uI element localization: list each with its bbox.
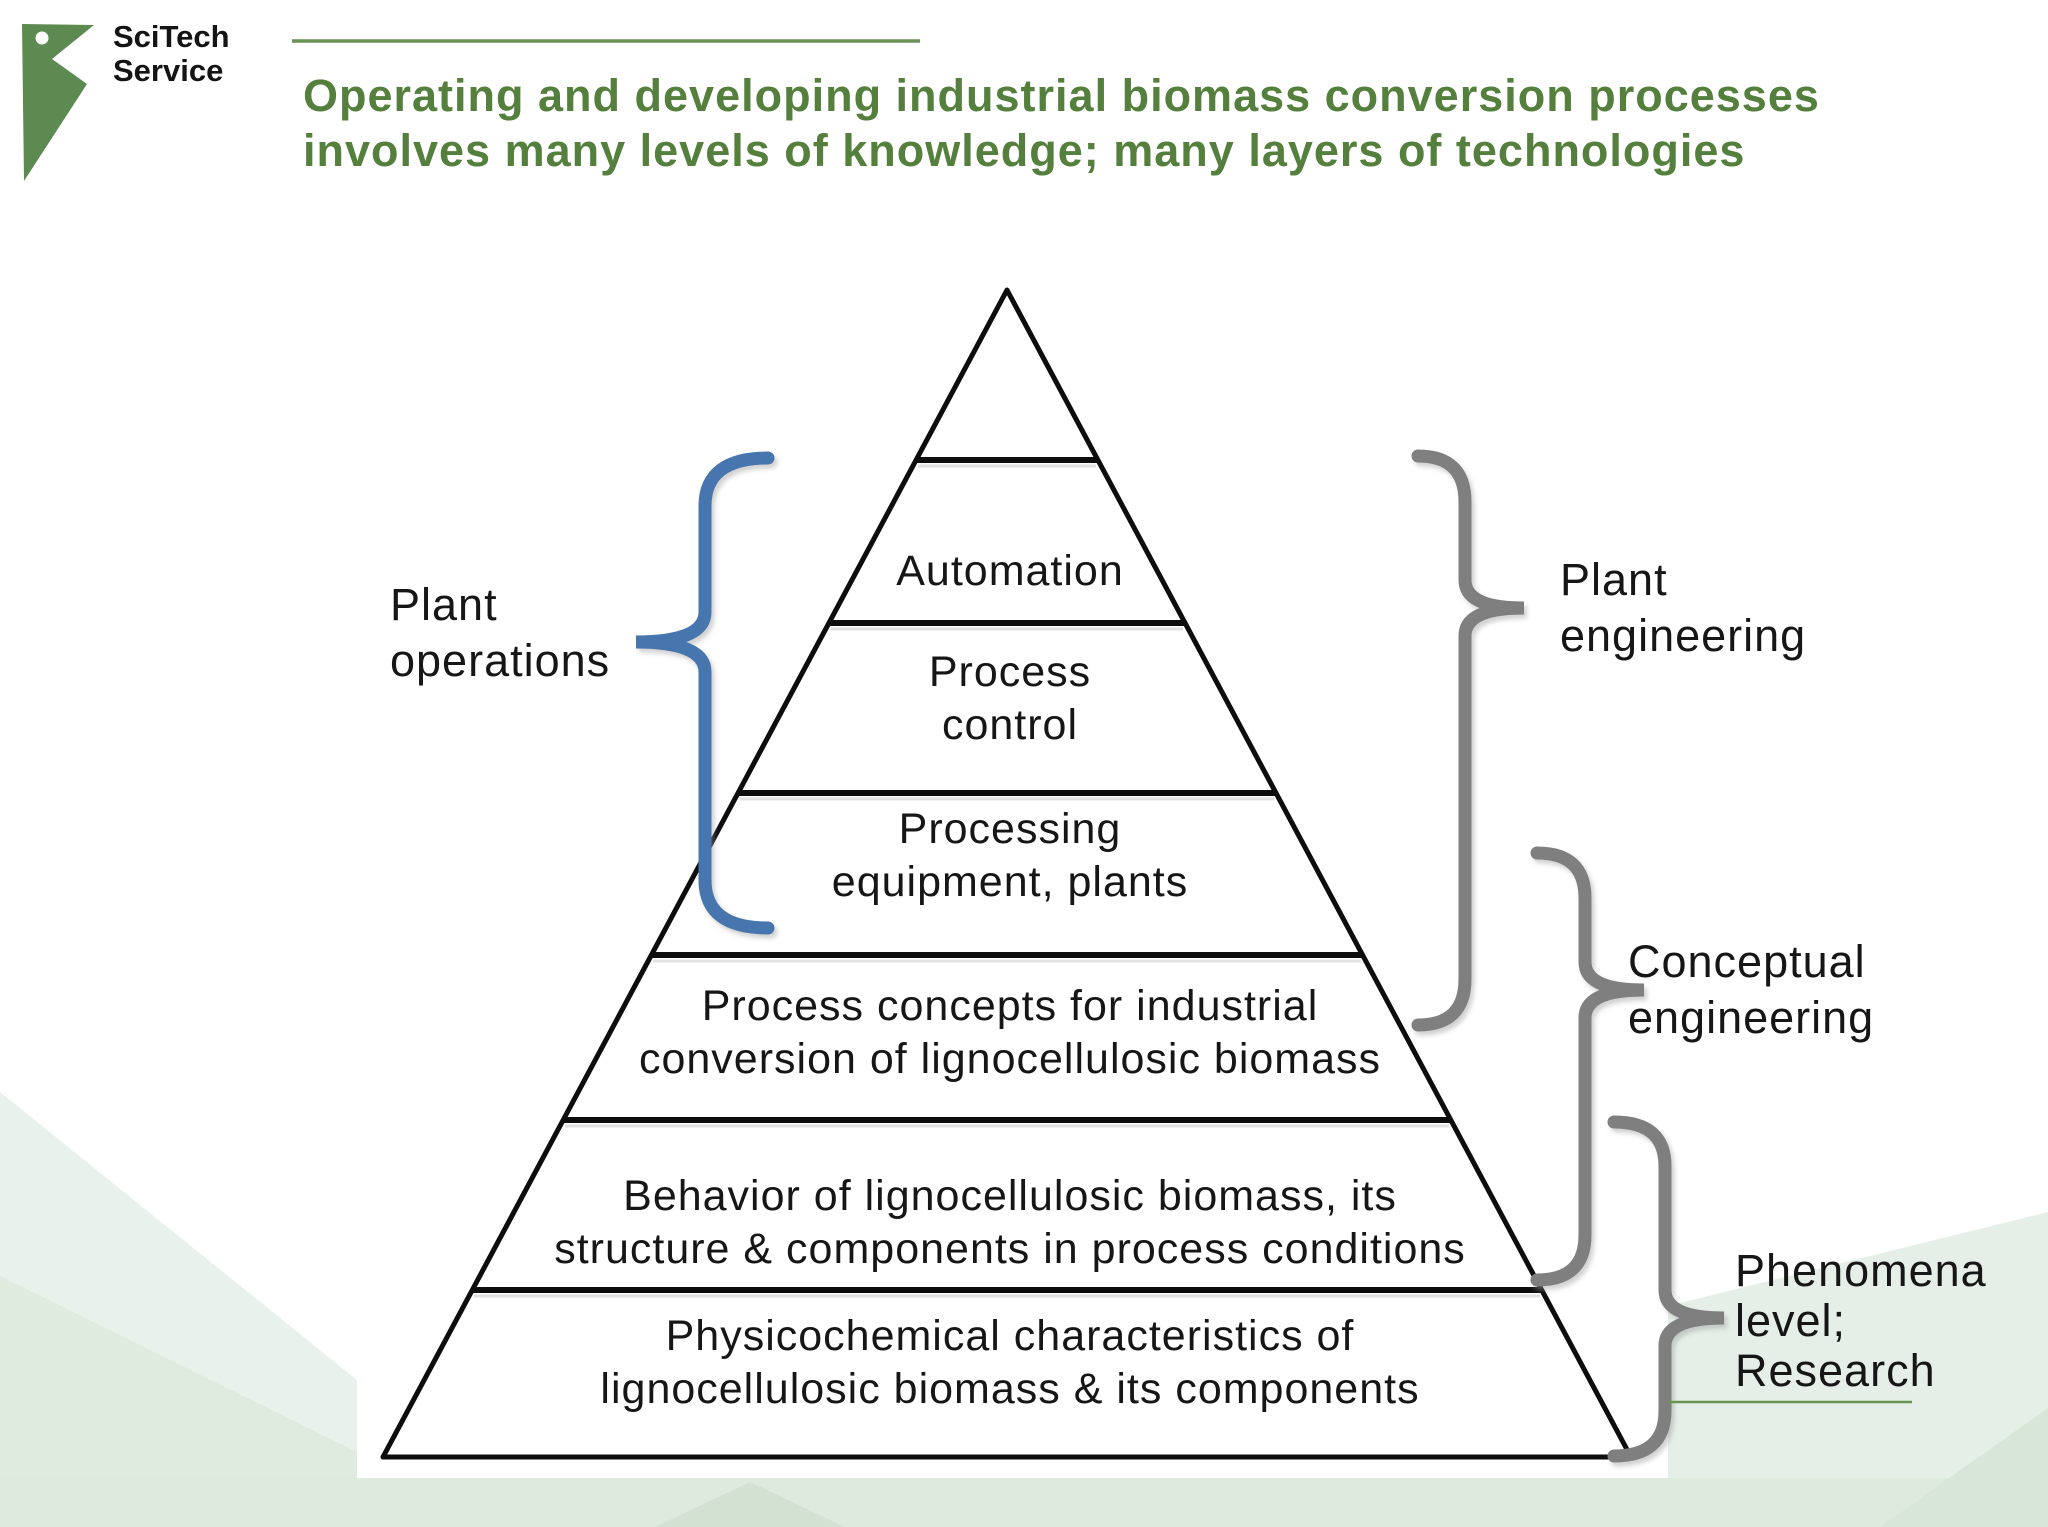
pyramid-level-text: Behavior of lignocellulosic biomass, its [623,1172,1397,1220]
plant-operations-brace [635,451,775,935]
pyramid-level-automation: Automation [896,545,1124,598]
pyramid-level-text: Processing [898,805,1122,853]
pyramid-level-text: equipment, plants [831,858,1189,906]
pyramid-level-processing-equipment: Processing equipment, plants [832,803,1188,909]
slide-title: Operating and developing industrial biom… [303,68,1820,178]
pyramid-level-text: structure & components in process condit… [554,1225,1466,1273]
label-line: Research [1735,1345,1936,1396]
conceptual-engineering-brace [1530,846,1645,1287]
pyramid-outline [380,287,1634,1460]
label-conceptual-engineering: Conceptual engineering [1628,934,1874,1046]
label-line: operations [390,635,611,686]
pyramid-level-process-control: Process control [929,646,1091,752]
phenomena-brace [1607,1115,1725,1463]
label-line: level; [1735,1295,1847,1346]
background-triangle-bottom-right [1880,1408,2048,1527]
label-line: engineering [1560,610,1807,661]
pyramid-level-behavior: Behavior of lignocellulosic biomass, its… [554,1170,1466,1276]
pyramid-level-process-concepts: Process concepts for industrial conversi… [639,980,1381,1086]
label-line: Conceptual [1628,936,1866,987]
background-polygon-bottom-strip [0,1478,2048,1527]
pyramid [380,287,1634,1460]
pyramid-level-text: Process concepts for industrial [701,982,1319,1030]
pyramid-level-text: Physicochemical characteristics of [665,1312,1355,1360]
scitech-logo-icon [22,24,94,181]
label-line: Plant [390,579,498,630]
pyramid-level-text: control [941,701,1079,749]
background-triangle-bottom-center [655,1482,845,1527]
label-plant-engineering: Plant engineering [1560,552,1806,664]
logo-brand-line: Service [113,53,224,88]
logo-wordmark: SciTech Service [113,20,230,88]
logo-brand-line: SciTech [113,19,230,54]
background-polygon-left-green [0,1276,357,1478]
pyramid-level-physicochemical: Physicochemical characteristics of ligno… [600,1310,1419,1416]
label-phenomena-research: Phenomena level; Research [1735,1246,1987,1396]
label-line: engineering [1628,992,1875,1043]
pyramid-level-text: lignocellulosic biomass & its components [600,1365,1420,1413]
label-line: Phenomena [1735,1245,1987,1296]
plant-engineering-brace [1411,449,1525,1032]
background-polygon-right-green [1668,1212,2048,1478]
pyramid-level-text: Process [928,648,1092,696]
pyramid-level-text: conversion of lignocellulosic biomass [638,1035,1382,1083]
slide-title-line: involves many levels of knowledge; many … [303,125,1746,176]
label-line: Plant [1560,554,1668,605]
slide-title-line: Operating and developing industrial biom… [303,70,1820,121]
label-plant-operations: Plant operations [390,577,610,689]
pyramid-level-text: Automation [896,547,1124,595]
